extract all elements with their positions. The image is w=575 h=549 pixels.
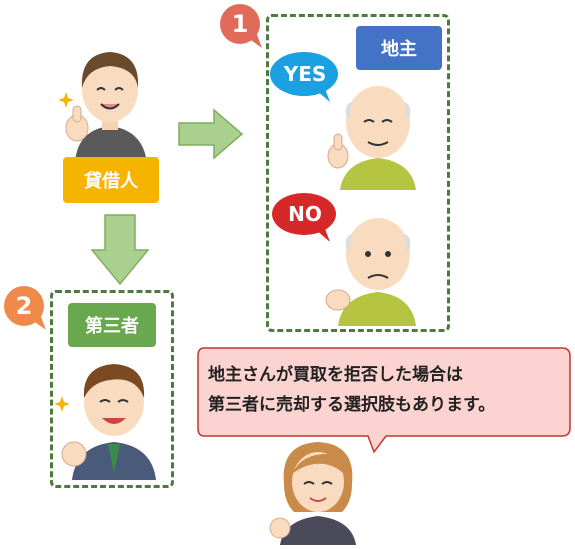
step1-badge-icon xyxy=(220,4,262,48)
third-party-box xyxy=(50,290,174,488)
borrower-figure xyxy=(55,38,165,163)
third-party-person-icon xyxy=(61,364,156,480)
step2-badge: 2 xyxy=(15,292,33,320)
third-party-figure xyxy=(58,354,168,480)
step1-badge: 1 xyxy=(231,10,249,38)
yes-bubble-text: YES xyxy=(283,62,327,86)
no-bubble-text: NO xyxy=(288,202,322,226)
landowner-yes-figure xyxy=(320,72,428,190)
landowner-no-icon xyxy=(325,218,416,326)
borrower-person-icon xyxy=(65,52,147,163)
landowner-yes-icon xyxy=(327,86,416,190)
right-arrow-icon xyxy=(178,108,244,160)
yes-bubble-icon xyxy=(270,52,338,102)
landowner-no-figure xyxy=(318,204,428,326)
advisor-woman-icon xyxy=(269,442,356,545)
third-party-label: 第三者 xyxy=(68,303,156,347)
message-line-1: 地主さんが買取を拒否した場合は xyxy=(208,365,463,385)
message-text: 地主さんが買取を拒否した場合は 第三者に売却する選択肢もあります。 xyxy=(208,360,568,420)
borrower-label: 貸借人 xyxy=(63,157,159,203)
advisor-figure xyxy=(262,432,372,545)
no-bubble-icon xyxy=(272,193,336,242)
message-line-2: 第三者に売却する選択肢もあります。 xyxy=(208,395,496,415)
landowner-label: 地主 xyxy=(356,26,442,70)
step2-badge-icon xyxy=(4,286,46,330)
landowner-box xyxy=(266,14,450,332)
down-arrow-icon xyxy=(90,214,150,286)
message-bubble-shape xyxy=(197,347,571,454)
sparkle-icon xyxy=(54,396,70,412)
sparkle-icon xyxy=(58,92,74,108)
